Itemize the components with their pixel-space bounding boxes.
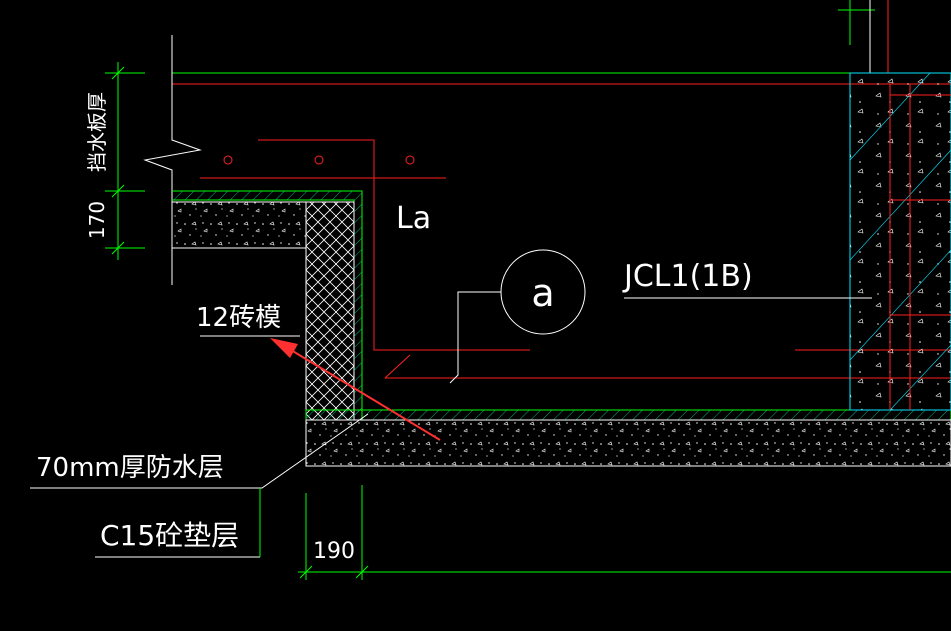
waterproof-label: 70mm厚防水层 [36,453,224,483]
wall-break-line [143,35,202,285]
dim-tick-3 [111,241,125,255]
brick-mold-label: 12砖模 [196,303,281,333]
arrow-head [270,338,298,358]
dim-label-vertical: 挡水板厚 [85,92,109,172]
slab-concrete [171,201,307,249]
rebar-top-bend [258,139,530,351]
rebar-hook-left [384,354,411,379]
column-diag-4 [889,344,951,411]
cushion-concrete [305,419,951,467]
dim-tick-2 [111,184,125,198]
rebar-dot [314,155,324,165]
beam-label: JCL1(1B) [622,259,753,294]
waterproof-hatch-side [354,200,362,420]
column-diag-3 [849,249,951,361]
rebar-dot [405,155,415,165]
la-label: La [396,201,431,236]
arrow-shaft [285,346,441,441]
waterproof-leader [30,413,369,489]
bottom-dim-tick-2 [355,565,369,579]
dim-tick-1 [111,66,125,80]
section-mark-label: a [531,271,554,315]
column-concrete [849,72,951,411]
rebar-dot [223,155,233,165]
dim-label-170: 170 [85,201,109,239]
cushion-label: C15砼垫层 [100,519,239,552]
brick-mold [305,201,355,421]
column-diag-2 [849,149,951,261]
waterproof-hatch-top [172,191,362,200]
bottom-dim-tick-1 [299,565,313,579]
section-leader [449,291,501,384]
dim-label-190: 190 [313,539,355,564]
